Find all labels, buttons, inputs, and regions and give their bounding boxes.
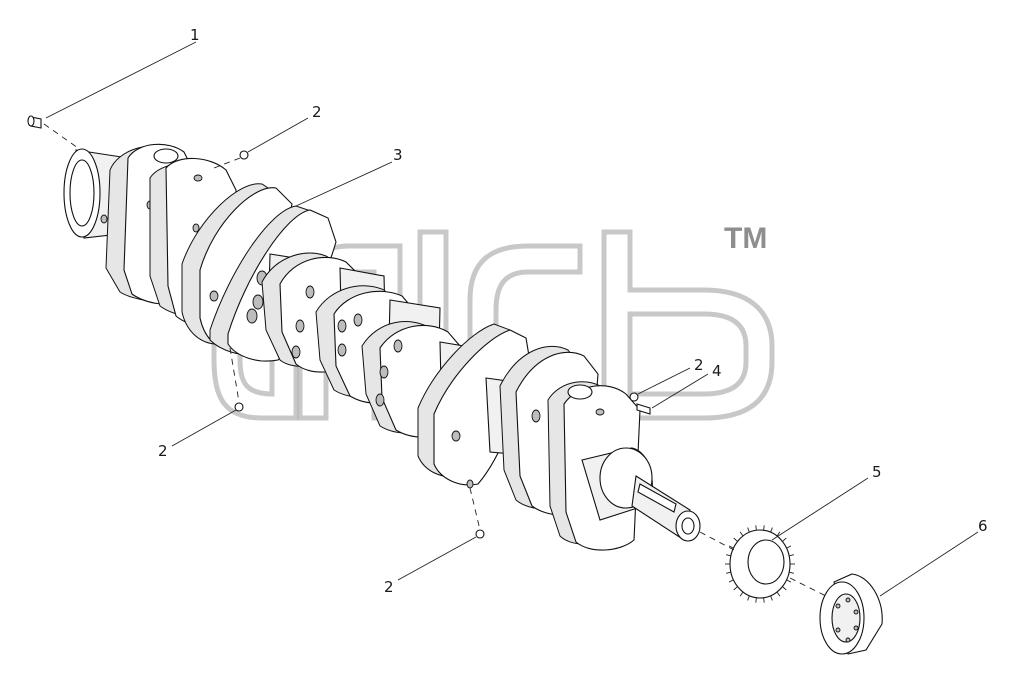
callout-4: 4 [712,362,722,380]
plug-left [234,402,244,412]
gear-tooth [733,586,738,591]
gear-tooth [786,579,792,583]
leader-2b [171,409,237,447]
plug-right [629,392,639,402]
gear-tooth [725,554,731,557]
gear-tooth [763,597,765,603]
leader-2a [247,117,309,153]
callout-5: 5 [872,463,882,481]
leader-2c [637,367,691,395]
gear-tooth [789,554,795,557]
gear-tooth [755,525,757,531]
gear-tooth [770,527,773,533]
gear-tooth [747,595,750,601]
leader-4 [651,373,709,409]
gear-tooth [776,531,781,537]
callout-3: 3 [393,146,403,164]
gear-tooth [770,595,773,601]
gear-tooth [733,537,738,542]
axis-line-front [43,123,79,149]
gear-tooth [776,591,781,597]
dowel-pin [27,115,42,129]
gear-tooth [782,586,787,591]
axis-line-hub [789,577,827,597]
plug-top [239,150,249,160]
callout-2c: 2 [694,356,704,374]
leader-1 [45,41,197,119]
pulley-hub [819,573,883,655]
leader-3 [295,161,393,207]
gear-tooth [739,591,744,597]
axis-line-gear [699,531,735,551]
plug-bottom [475,529,485,539]
gear-tooth [728,579,734,583]
leader-5 [771,477,869,541]
gear-tooth [755,597,757,603]
gear-tooth [782,537,787,542]
callout-2a: 2 [312,103,322,121]
gear-tooth [747,527,750,533]
gear-tooth [739,531,744,537]
crankshaft-rear-nose [581,447,701,542]
plug-line-left [229,347,240,403]
plug-line-bottom [469,487,481,531]
crankshaft [63,143,701,551]
callout-2b: 2 [158,442,168,460]
gear-tooth [725,571,731,574]
gear-tooth [728,545,734,549]
gear-tooth [763,525,765,531]
leader-2d [397,536,477,581]
plug-line-top [213,157,241,169]
callout-2d: 2 [384,578,394,596]
callout-6: 6 [978,517,988,535]
callout-1: 1 [190,26,200,44]
leader-6 [879,531,979,597]
woodruff-key [636,403,651,415]
gear-tooth [786,545,792,549]
crankshaft-gear [725,525,795,603]
gear-tooth [789,571,795,574]
watermark-tm: TM [724,222,767,255]
